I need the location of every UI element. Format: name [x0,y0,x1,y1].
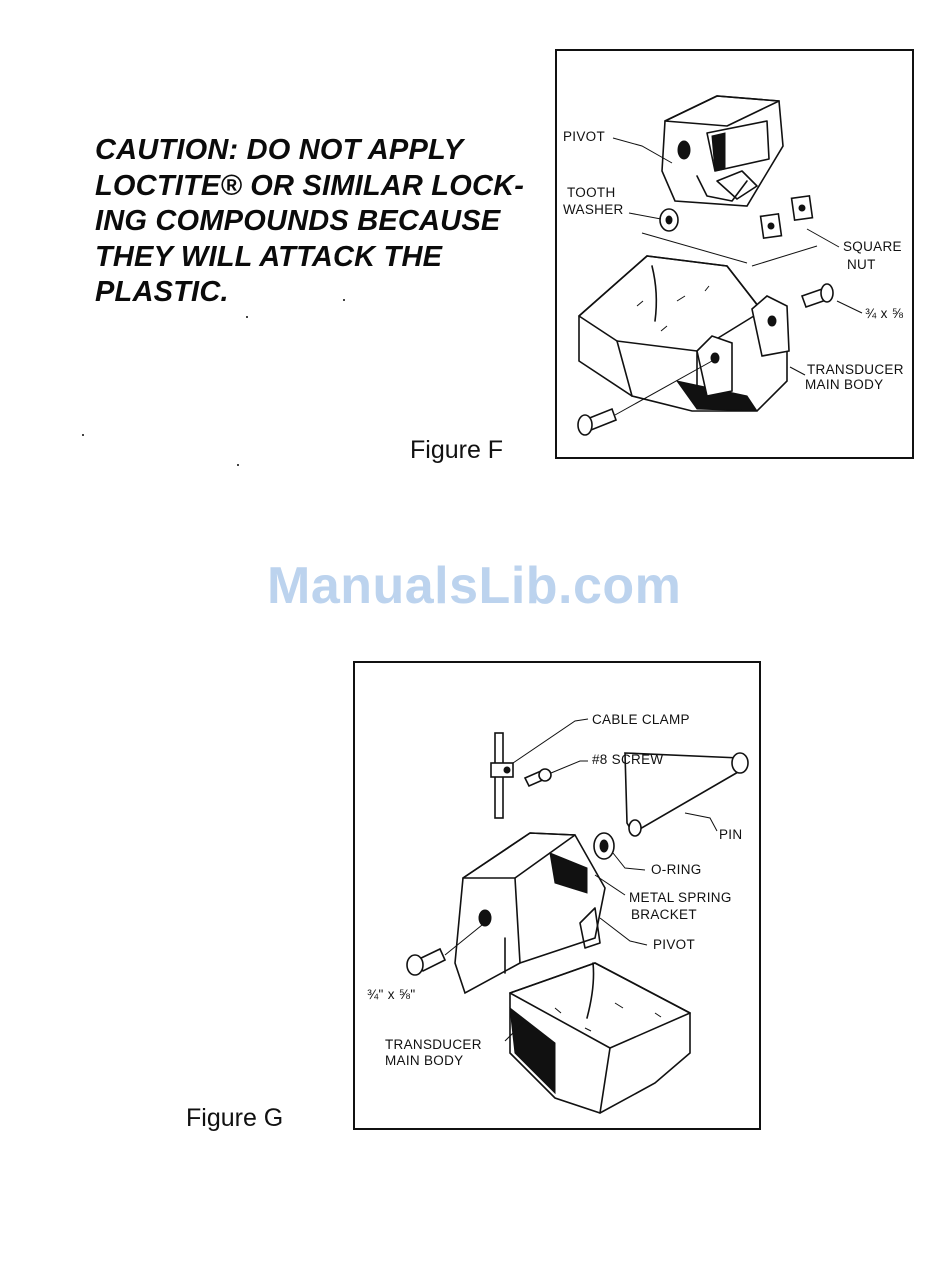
label-bolt-size: ¾" x ⅝" [367,987,415,1002]
transducer-body-drawing [510,963,690,1113]
bolt-drawing [802,284,833,307]
label-pin: PIN [719,827,742,842]
label-square: SQUARE [843,239,902,254]
watermark-logo: ManualsLib.com [267,556,697,616]
figure-g-illustration: CABLE CLAMP #8 SCREW PIN O-RING METAL SP… [353,661,761,1130]
square-nut-hole [799,205,805,211]
cable-clamp-drawing [491,733,513,818]
label-main-body: MAIN BODY [805,377,883,392]
label-transducer: TRANSDUCER [807,362,904,377]
figure-f-illustration: PIVOT TOOTH WASHER SQUARE NUT ¾ x ⅝ TRAN… [555,49,914,459]
figure-f-caption: Figure F [410,436,503,465]
scan-speck [82,434,84,436]
caution-line-1: CAUTION: DO NOT APPLY [95,133,545,169]
square-nut-hole [768,223,774,229]
label-o-ring: O-RING [651,862,702,877]
label-pivot: PIVOT [653,937,695,952]
scan-speck [343,299,345,301]
o-ring-hole [600,840,608,852]
label-transducer: TRANSDUCER [385,1037,482,1052]
label-nut: NUT [847,257,876,272]
caution-line-5: PLASTIC. [95,275,545,311]
label-main-body: MAIN BODY [385,1053,463,1068]
tooth-washer-hole [666,216,672,224]
bolt-drawing [578,409,616,435]
caution-line-4: THEY WILL ATTACK THE [95,240,545,276]
label-metal-spring: METAL SPRING [629,890,732,905]
label-tooth: TOOTH [567,185,616,200]
label-washer: WASHER [563,202,624,217]
figure-g-caption: Figure G [186,1104,283,1133]
label-pivot: PIVOT [563,129,605,144]
figure-f-drawing: PIVOT TOOTH WASHER SQUARE NUT ¾ x ⅝ TRAN… [557,51,912,457]
bolt-drawing [407,949,445,975]
screw-drawing [525,769,551,786]
pivot-part-drawing [662,96,783,206]
figure-g-drawing: CABLE CLAMP #8 SCREW PIN O-RING METAL SP… [355,663,759,1128]
label-screw: #8 SCREW [592,752,663,767]
caution-line-2: LOCTITE® OR SIMILAR LOCK- [95,169,545,205]
label-bolt-size: ¾ x ⅝ [865,306,904,321]
label-bracket: BRACKET [631,907,697,922]
caution-line-3: ING COMPOUNDS BECAUSE [95,204,545,240]
caution-text: CAUTION: DO NOT APPLY LOCTITE® OR SIMILA… [95,133,545,311]
scan-speck [237,464,239,466]
scan-speck [246,316,248,318]
transducer-body-drawing [579,256,789,411]
label-cable-clamp: CABLE CLAMP [592,712,690,727]
